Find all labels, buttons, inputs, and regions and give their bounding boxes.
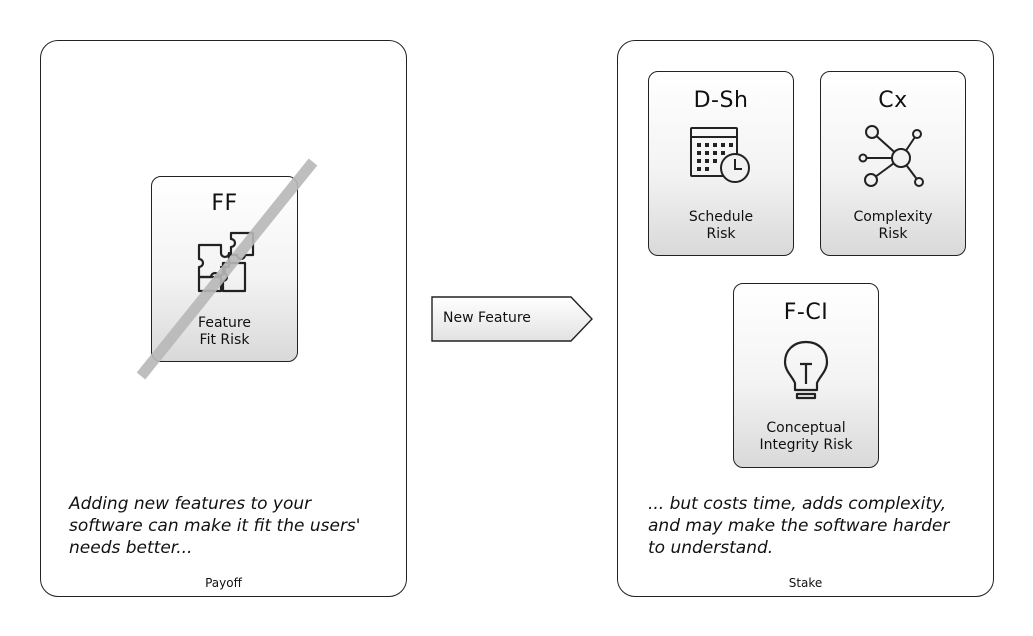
new-feature-arrow xyxy=(431,296,593,342)
risk-code: FF xyxy=(211,191,238,216)
risk-name: Conceptual Integrity Risk xyxy=(759,420,853,453)
network-icon xyxy=(858,125,924,187)
new-feature-label: New Feature xyxy=(443,310,531,326)
lightbulb-icon xyxy=(783,340,829,400)
puzzle-icon xyxy=(197,231,254,293)
risk-code: F-CI xyxy=(783,300,829,325)
risk-name: Feature Fit Risk xyxy=(198,315,251,348)
complexity-risk-card: Cx Complexity Risk xyxy=(820,71,966,256)
payoff-panel: FF Feature Fit Risk Adding new features … xyxy=(40,40,407,597)
payoff-label: Payoff xyxy=(205,576,242,590)
calendar-clock-icon xyxy=(690,127,750,183)
risk-code: Cx xyxy=(878,88,908,113)
conceptual-integrity-risk-card: F-CI Conceptual Integrity Risk xyxy=(733,283,879,468)
stake-label: Stake xyxy=(788,576,823,590)
feature-fit-risk-card: FF Feature Fit Risk xyxy=(151,176,298,362)
schedule-risk-card: D-Sh Schedule Risk xyxy=(648,71,794,256)
risk-name: Complexity Risk xyxy=(853,209,933,242)
stake-panel: D-Sh Schedule Risk Cx xyxy=(617,40,994,597)
payoff-caption: Adding new features to your software can… xyxy=(69,494,361,558)
risk-code: D-Sh xyxy=(693,88,749,113)
risk-name: Schedule Risk xyxy=(688,209,754,242)
stake-caption: ... but costs time, adds complexity, and… xyxy=(648,494,950,558)
